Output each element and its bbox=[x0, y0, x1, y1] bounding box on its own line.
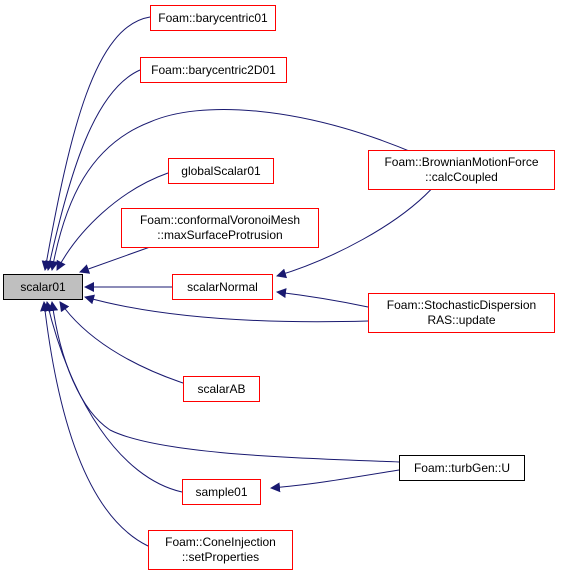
node-scalar01: scalar01 bbox=[3, 274, 83, 300]
node-label: Foam::barycentric01 bbox=[158, 10, 268, 25]
node-label: Foam::turbGen::U bbox=[413, 460, 511, 475]
node-maxSurfaceProtrusion[interactable]: Foam::conformalVoronoiMesh ::maxSurfaceP… bbox=[121, 208, 319, 248]
edge-barycentric2D01-to-scalar01 bbox=[45, 69, 141, 271]
edge-globalScalar01-to-scalar01 bbox=[56, 172, 169, 271]
node-sdrasUpdate[interactable]: Foam::StochasticDispersion RAS::update bbox=[368, 293, 555, 333]
node-scalarNormal[interactable]: scalarNormal bbox=[172, 274, 273, 300]
node-barycentric01[interactable]: Foam::barycentric01 bbox=[150, 5, 276, 31]
node-label-line2: RAS::update bbox=[427, 313, 496, 327]
node-label-line2: ::maxSurfaceProtrusion bbox=[157, 228, 283, 242]
edge-sdrasUpdate-to-scalarNormal bbox=[276, 288, 369, 308]
node-label-line1: Foam::StochasticDispersion bbox=[386, 298, 537, 312]
node-setProperties[interactable]: Foam::ConeInjection ::setProperties bbox=[148, 530, 293, 570]
node-calcCoupled[interactable]: Foam::BrownianMotionForce ::calcCoupled bbox=[368, 150, 555, 190]
edge-sample01-to-scalar01 bbox=[44, 301, 183, 493]
node-label-line1: Foam::BrownianMotionForce bbox=[384, 155, 539, 169]
edge-barycentric01-to-scalar01 bbox=[41, 16, 151, 271]
edge-turbGenU-to-sample01 bbox=[270, 469, 400, 493]
node-label: scalar01 bbox=[20, 279, 66, 294]
edge-scalarAB-to-scalar01 bbox=[59, 301, 184, 384]
edge-calcCoupled-to-scalar01 bbox=[48, 108, 415, 271]
node-label: Foam::barycentric2D01 bbox=[151, 62, 276, 77]
node-label-line2: ::setProperties bbox=[181, 550, 260, 564]
node-turbGenU[interactable]: Foam::turbGen::U bbox=[399, 455, 525, 481]
edge-setProperties-to-scalar01 bbox=[40, 301, 149, 547]
edge-calcCoupled-to-scalarNormal bbox=[276, 183, 437, 279]
node-label: sample01 bbox=[195, 484, 248, 499]
node-barycentric2D01[interactable]: Foam::barycentric2D01 bbox=[140, 57, 287, 83]
node-label: scalarNormal bbox=[187, 279, 258, 294]
node-scalarAB[interactable]: scalarAB bbox=[183, 376, 260, 402]
edge-sdrasUpdate-to-scalar01 bbox=[84, 294, 369, 323]
node-label-line1: Foam::ConeInjection bbox=[165, 535, 276, 549]
edge-maxSurfaceProtrusion-to-scalar01 bbox=[79, 246, 151, 274]
node-label: globalScalar01 bbox=[181, 163, 261, 178]
node-sample01[interactable]: sample01 bbox=[182, 479, 261, 505]
node-label-line1: Foam::conformalVoronoiMesh bbox=[139, 213, 301, 227]
node-label-line2: ::calcCoupled bbox=[425, 170, 498, 184]
node-globalScalar01[interactable]: globalScalar01 bbox=[168, 158, 274, 184]
node-label: scalarAB bbox=[197, 381, 246, 396]
